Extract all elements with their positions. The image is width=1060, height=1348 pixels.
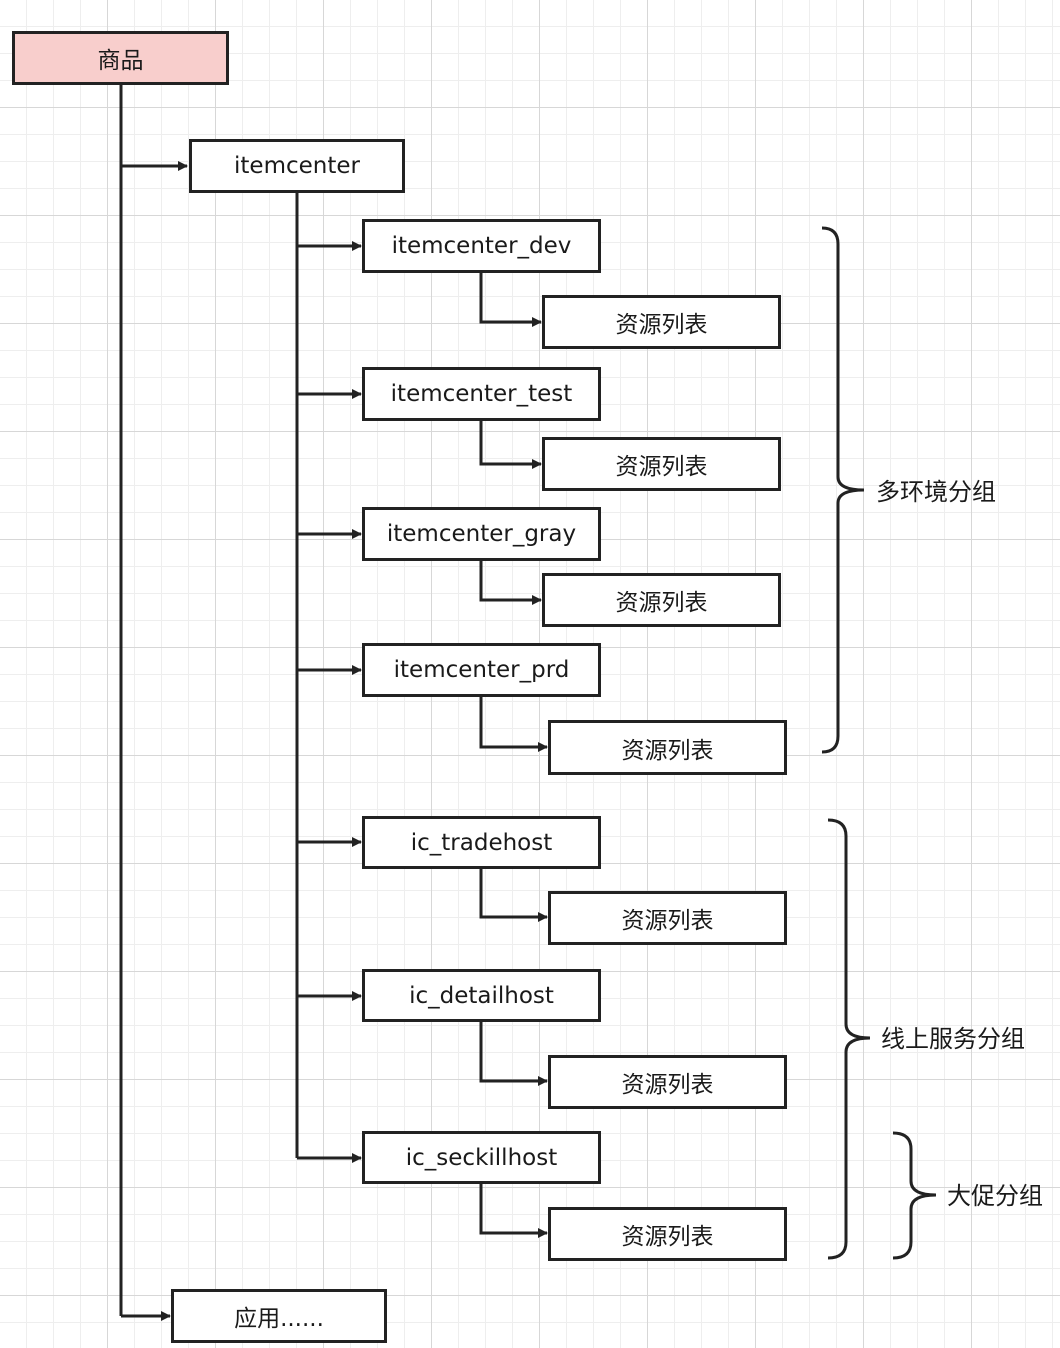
brace-promotion bbox=[892, 1131, 937, 1260]
env-node-prd: itemcenter_prd bbox=[362, 643, 601, 697]
service-node-tradehost: ic_tradehost bbox=[362, 816, 601, 869]
resource-list-node: 资源列表 bbox=[542, 295, 781, 349]
annotation-multi-env: 多环境分组 bbox=[876, 478, 996, 506]
brace-online-service bbox=[827, 818, 871, 1260]
root-node: 商品 bbox=[12, 31, 229, 85]
annotation-online-service: 线上服务分组 bbox=[881, 1025, 1025, 1053]
connector-gray-resources bbox=[479, 560, 542, 605]
env-node-test: itemcenter_test bbox=[362, 367, 601, 421]
service-node-detailhost: ic_detailhost bbox=[362, 969, 601, 1022]
connector-dev-resources bbox=[479, 272, 542, 327]
resource-list-node: 资源列表 bbox=[548, 891, 787, 945]
resource-list-node: 资源列表 bbox=[548, 1207, 787, 1261]
env-node-gray: itemcenter_gray bbox=[362, 507, 601, 561]
connector-seckillhost-resources bbox=[479, 1184, 548, 1238]
itemcenter-node: itemcenter bbox=[189, 139, 405, 193]
apps-more-node: 应用...... bbox=[171, 1289, 387, 1343]
brace-multi-env bbox=[821, 226, 865, 754]
connector-detailhost-resources bbox=[479, 1022, 548, 1086]
connector-test-resources bbox=[479, 420, 542, 469]
resource-list-node: 资源列表 bbox=[548, 1055, 787, 1109]
annotation-promotion: 大促分组 bbox=[947, 1182, 1043, 1210]
resource-list-node: 资源列表 bbox=[542, 437, 781, 491]
resource-list-node: 资源列表 bbox=[548, 720, 787, 775]
resource-list-node: 资源列表 bbox=[542, 573, 781, 627]
connector-prd-resources bbox=[479, 696, 548, 752]
connector-tradehost-resources bbox=[479, 868, 548, 922]
env-node-dev: itemcenter_dev bbox=[362, 219, 601, 273]
service-node-seckillhost: ic_seckillhost bbox=[362, 1131, 601, 1184]
